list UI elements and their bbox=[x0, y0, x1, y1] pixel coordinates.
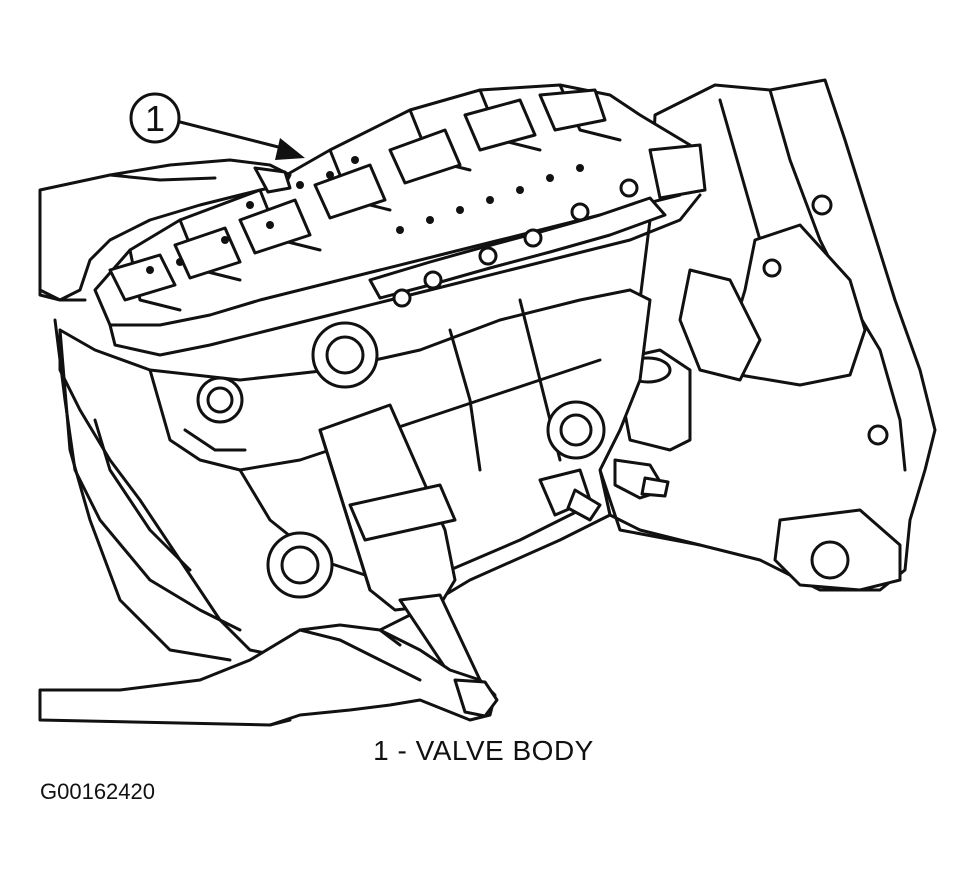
caption-text: 1 - VALVE BODY bbox=[373, 735, 594, 766]
callout-circle bbox=[129, 92, 181, 144]
callout-1: 1 bbox=[129, 92, 305, 160]
valve-body bbox=[93, 83, 707, 357]
drift-tool bbox=[318, 403, 482, 692]
lower-hand bbox=[38, 623, 499, 727]
arrow-head bbox=[275, 138, 305, 160]
transaxle-housing bbox=[598, 78, 937, 592]
figure-caption: 1 - VALVE BODY bbox=[0, 735, 973, 767]
figure-id: G00162420 bbox=[40, 779, 155, 804]
upper-hand bbox=[38, 158, 292, 302]
case-left-side bbox=[53, 318, 242, 632]
callout-number: 1 bbox=[145, 98, 165, 139]
